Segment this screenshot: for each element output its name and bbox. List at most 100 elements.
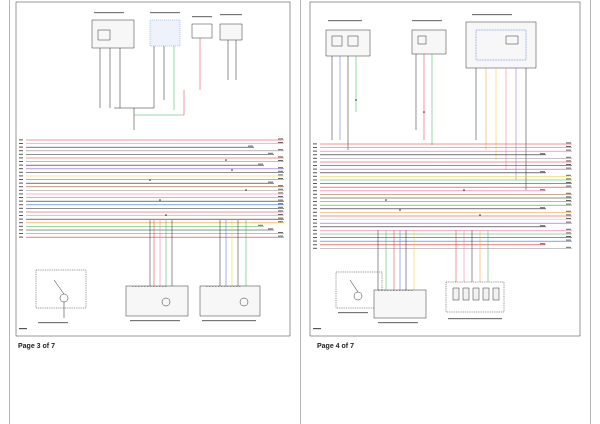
bus-wire-label [278, 156, 283, 158]
component-caption [412, 20, 442, 22]
bus-pin-label [313, 237, 317, 238]
component-caption [378, 322, 418, 324]
bus-pin-label [313, 172, 317, 174]
bus-pin-label [313, 215, 317, 217]
bus-wire-label [566, 167, 571, 169]
bus-wire-label [278, 142, 283, 143]
door-ajar-switch-area [35, 269, 87, 309]
bus-wire-label [258, 224, 263, 226]
component-caption [448, 318, 502, 320]
pin-mark [381, 290, 383, 291]
bus-wire-label [540, 207, 545, 209]
component-caption [150, 12, 180, 14]
bus-pin-label [19, 222, 23, 224]
component-caption [328, 20, 362, 22]
pin-mark [153, 286, 155, 287]
splice-dot [165, 214, 167, 216]
component-caption [94, 12, 124, 14]
splice-dot [231, 169, 233, 171]
left-rear-door-lock-assembly [373, 289, 427, 319]
bus-wire-label [278, 196, 283, 197]
page-4[interactable]: Page 4 of 7 [306, 0, 584, 350]
receiver-pin-block [482, 287, 490, 301]
splice-dot [149, 179, 151, 181]
bus-wire-label [278, 206, 283, 208]
receiver-pin-block [492, 287, 500, 301]
bus-pin-label [313, 143, 317, 145]
bus-wire-label [566, 178, 571, 180]
pin-mark [396, 290, 398, 291]
bus-pin-label [19, 211, 23, 213]
bus-pin-label [313, 247, 317, 249]
bus-pin-label [313, 240, 317, 242]
right-margin-divider [590, 0, 591, 424]
bus-wire-label [566, 196, 571, 198]
diagram-code [313, 328, 321, 330]
component-caption [472, 14, 512, 16]
page-3-border [15, 1, 291, 337]
bus-pin-label [19, 236, 23, 238]
splice-dot [159, 199, 161, 201]
bus-pin-label [313, 150, 317, 152]
wiring-diagram-page-4 [309, 1, 581, 337]
pin-mark [224, 286, 226, 287]
bus-wire-label [278, 178, 283, 179]
pin-mark [212, 286, 214, 287]
page-3[interactable]: Page 3 of 7 [14, 0, 292, 350]
bus-wire-label [566, 210, 571, 212]
bus-wire-label [566, 182, 571, 183]
switch-lever [349, 279, 359, 293]
bus-pin-label [19, 157, 23, 159]
bus-pin-label [19, 182, 23, 184]
pin-mark [378, 290, 380, 291]
bus-wire-label [278, 210, 283, 212]
bus-pin-label [313, 147, 317, 148]
splice-dot [399, 209, 401, 211]
component-caption [220, 14, 242, 16]
bus-pin-label [19, 207, 23, 209]
bus-wire-label [566, 239, 571, 241]
pin-mark [209, 286, 211, 287]
bus-wire-label [268, 152, 273, 154]
splice-dot [245, 189, 247, 191]
pin-mark [227, 286, 229, 287]
bcm-inner-circuit [475, 29, 527, 61]
bus-pin-label [313, 175, 317, 177]
bus-wire-label [566, 164, 571, 165]
bus-pin-label [313, 233, 317, 235]
bus-pin-label [19, 204, 23, 206]
bus-wire-label [566, 146, 571, 147]
switch-symbol [97, 29, 111, 41]
pin-mark [387, 290, 389, 291]
bus-pin-label [313, 244, 317, 246]
bus-wire-label [278, 199, 283, 201]
bus-wire-label [566, 156, 571, 158]
bus-pin-label [313, 208, 317, 210]
bus-wire-label [278, 167, 283, 169]
bus-wire-label [268, 181, 273, 183]
bus-pin-label [19, 225, 23, 227]
switch-circle [353, 291, 363, 301]
bus-wire-label [278, 174, 283, 176]
bus-wire-label [566, 218, 571, 219]
bus-wire-label [278, 232, 283, 233]
bus-pin-label [19, 200, 23, 202]
bus-wire-label [278, 221, 283, 223]
page-4-label: Page 4 of 7 [317, 343, 354, 350]
bus-pin-label [313, 219, 317, 220]
bus-pin-label [19, 153, 23, 155]
bus-wire-label [278, 217, 283, 219]
pin-mark [408, 290, 410, 291]
body-control-module [465, 21, 537, 69]
bus-pin-label [19, 229, 23, 231]
bus-wire-label [566, 192, 571, 194]
component-caption [202, 320, 256, 322]
pin-mark [405, 290, 407, 291]
bus-pin-label [313, 193, 317, 195]
left-front-door-lock-switch [91, 19, 135, 49]
bus-pin-label [313, 222, 317, 224]
bus-wire-label [540, 153, 545, 155]
pin-mark [218, 286, 220, 287]
bus-wire-label [248, 145, 253, 147]
